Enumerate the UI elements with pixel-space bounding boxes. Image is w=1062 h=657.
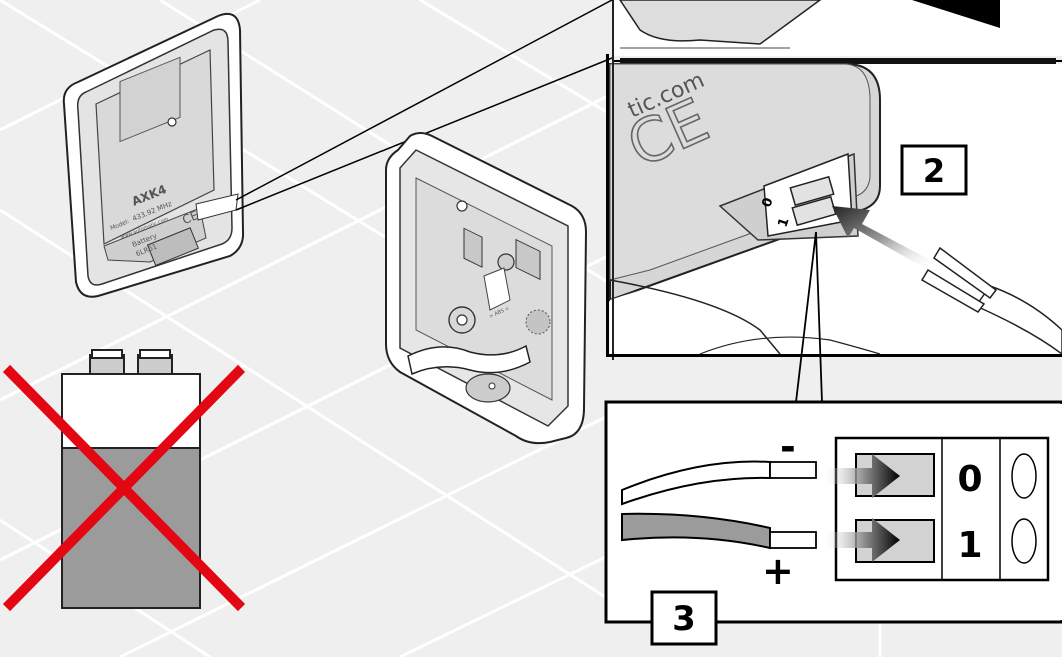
device-ce-mark: CE: [180, 208, 200, 227]
detail-switch-pos-0: 0: [760, 196, 777, 209]
battery-prohibited: [2, 349, 246, 612]
terminal-1-label: 1: [957, 525, 982, 566]
insertion-arrow-icon: [824, 454, 900, 498]
wiring-detail-panel: - + 0 1 3: [604, 400, 1062, 646]
step-2-box: [900, 144, 968, 196]
wire-plus-sign: +: [762, 549, 794, 593]
terminal-screw-0: [1011, 453, 1037, 499]
prohibition-cross-icon: [2, 364, 246, 612]
terminal-screw-1: [1011, 518, 1037, 564]
step-3-label: 3: [672, 599, 696, 639]
switch-detail-panel: tic.com CE 0 1 2: [606, 0, 1062, 360]
insertion-arrow-icon: [832, 206, 934, 270]
step-3-box: [650, 590, 718, 646]
insertion-arrow-icon: [824, 518, 900, 562]
empty-housing-view: > ABS <: [385, 132, 588, 445]
callout-lines-bottom: [795, 231, 823, 403]
transmitter-back-view: AXK4 Model: 433,92 MHz www.automatic.com…: [62, 12, 245, 298]
cable-detail: [920, 246, 1062, 355]
terminal-0-label: 0: [957, 459, 982, 500]
wire-minus-sign: -: [780, 425, 796, 469]
detail-switch-pos-1: 1: [776, 216, 793, 229]
step-2-label: 2: [923, 152, 945, 190]
